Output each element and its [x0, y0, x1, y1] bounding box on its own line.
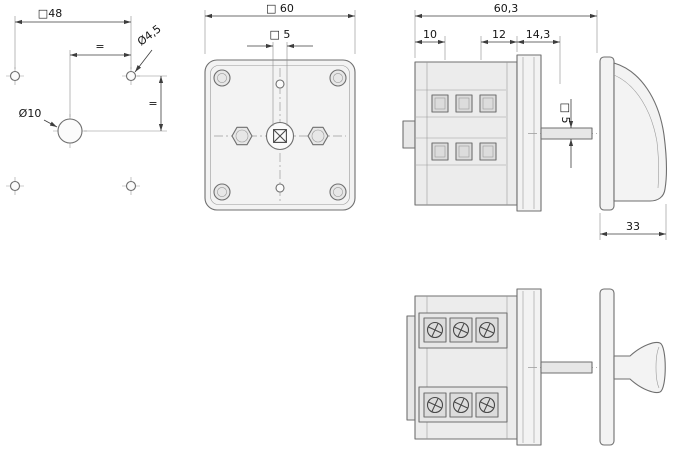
- dim-shaft-square5: □ 5: [559, 99, 574, 168]
- dim-square48: □48: [14, 7, 132, 69]
- handle-plate: [599, 56, 615, 211]
- corner-screw: [213, 183, 231, 201]
- terminal-screw: [423, 317, 447, 343]
- dim-dia45-leader: Ø4,5: [134, 22, 164, 73]
- shaft-square-hole: [265, 121, 295, 151]
- dim-10: 10: [415, 28, 446, 60]
- terminal-screw: [475, 317, 499, 343]
- dim-equal-right: =: [84, 75, 167, 132]
- dim-label-dia45: Ø4,5: [135, 22, 164, 48]
- terminal-screw: [449, 392, 473, 418]
- view-drilling-plan: □48 = Ø4,5 Ø10 =: [5, 7, 167, 196]
- dim-label-shaft-square5: □ 5: [559, 103, 572, 124]
- handle-grip: [613, 62, 667, 202]
- dim-12: 12: [480, 28, 518, 60]
- view-side-terminals: [406, 288, 666, 446]
- hex-nut-right: [307, 126, 329, 146]
- dim-equal-top: =: [69, 40, 131, 117]
- shaft-bottom: [540, 361, 593, 374]
- handle-plate-bottom: [599, 288, 615, 446]
- terminal: [431, 142, 449, 161]
- mounting-plate: [516, 54, 542, 212]
- dim-label-33: 33: [626, 220, 640, 233]
- handle-grip-top-view: [613, 341, 666, 394]
- rear-boss: [402, 120, 416, 149]
- dim-label-143: 14,3: [526, 28, 551, 41]
- dim-label-total: 60,3: [494, 2, 519, 15]
- dim-label-10: 10: [423, 28, 437, 41]
- mounting-hole: [5, 66, 25, 86]
- terminal: [455, 94, 473, 113]
- dim-label-square5-front: □ 5: [270, 28, 291, 41]
- view-front: □ 60 □ 5: [204, 2, 356, 211]
- dim-square5-front: □ 5: [247, 28, 313, 126]
- dim-label-square48: □48: [38, 7, 62, 20]
- dim-label-equal-top: =: [95, 40, 104, 53]
- corner-screw: [329, 69, 347, 87]
- hex-nut-left: [231, 126, 253, 146]
- terminal: [479, 94, 497, 113]
- dim-label-equal-right: =: [148, 97, 157, 110]
- dim-total-depth: 60,3: [414, 2, 598, 58]
- rear-strip: [406, 315, 416, 421]
- dim-square60: □ 60: [204, 2, 356, 54]
- front-plate-inner-edge: [210, 65, 350, 205]
- terminal-screw: [475, 392, 499, 418]
- dim-label-12: 12: [492, 28, 506, 41]
- small-hole-top: [275, 79, 285, 89]
- mounting-plate-bottom: [516, 288, 542, 446]
- mounting-hole: [121, 176, 141, 196]
- terminal: [479, 142, 497, 161]
- terminal: [431, 94, 449, 113]
- switch-body: [414, 61, 518, 206]
- center-hole: [53, 114, 87, 148]
- dim-label-square60: □ 60: [266, 2, 294, 15]
- mounting-hole: [5, 176, 25, 196]
- dim-dia10-leader: Ø10: [19, 107, 58, 128]
- small-hole-bottom: [275, 183, 285, 193]
- terminal-screw: [423, 392, 447, 418]
- terminal-screw: [449, 317, 473, 343]
- dim-label-dia10: Ø10: [19, 107, 42, 120]
- shaft: [540, 127, 593, 140]
- terminal: [455, 142, 473, 161]
- corner-screw: [213, 69, 231, 87]
- dim-143: 14,3: [517, 28, 561, 84]
- view-side: 60,3 10 12 14,3 □ 5 33: [402, 2, 667, 240]
- dim-33: 33: [599, 204, 667, 240]
- corner-screw: [329, 183, 347, 201]
